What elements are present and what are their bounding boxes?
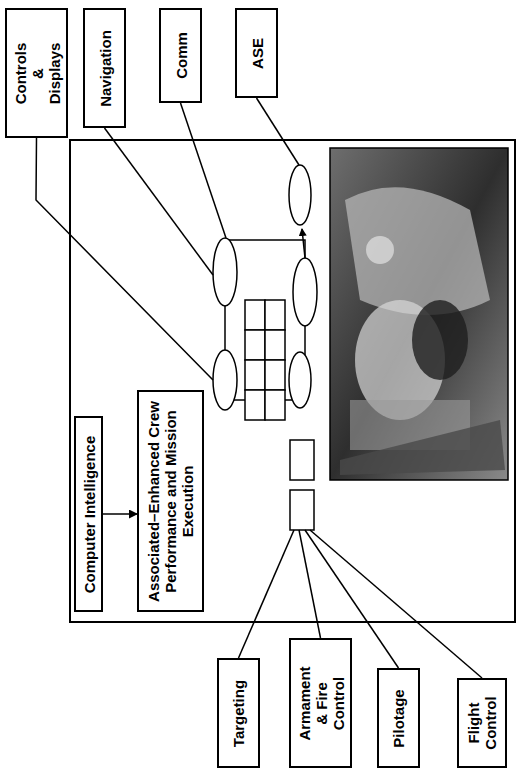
label-block: Targeting bbox=[230, 666, 247, 761]
processor-cluster bbox=[213, 165, 317, 530]
label-block: Comm bbox=[172, 16, 189, 96]
box-label: Comm bbox=[172, 16, 189, 96]
process-box: Pilotage bbox=[377, 668, 420, 768]
label-block: Associated–Enhanced Crew Performance and… bbox=[145, 399, 196, 604]
label-block: Controls & Displays bbox=[11, 38, 62, 108]
cockpit-photo bbox=[330, 148, 508, 480]
box-label: Associated–Enhanced Crew Performance and… bbox=[145, 399, 196, 604]
bus-line bbox=[181, 103, 227, 238]
process-box: Computer Intelligence bbox=[74, 416, 103, 612]
label-block: Flight Control bbox=[465, 692, 499, 754]
process-box: Targeting bbox=[217, 658, 260, 768]
process-box: Associated–Enhanced Crew Performance and… bbox=[137, 390, 204, 612]
bus-line bbox=[36, 138, 213, 380]
bus-line bbox=[299, 530, 321, 638]
flow-arrow bbox=[103, 513, 137, 515]
label-block: Pilotage bbox=[390, 676, 407, 761]
label-block: Armament & Fire Control bbox=[295, 665, 346, 741]
bus-line bbox=[257, 98, 300, 165]
process-box: ASE bbox=[235, 8, 278, 98]
label-block: ASE bbox=[248, 18, 265, 88]
box-label: ASE bbox=[248, 18, 265, 88]
box-label: Computer Intelligence bbox=[80, 424, 97, 604]
label-block: Computer Intelligence bbox=[80, 424, 97, 604]
box-label: Targeting bbox=[230, 666, 247, 761]
bus-line bbox=[239, 530, 295, 658]
box-label: Controls & Displays bbox=[11, 38, 62, 108]
process-box: Flight Control bbox=[457, 678, 507, 768]
process-box: Comm bbox=[159, 8, 202, 103]
process-box: Controls & Displays bbox=[5, 8, 68, 138]
box-label: Navigation bbox=[96, 18, 113, 118]
box-label: Armament & Fire Control bbox=[295, 665, 346, 741]
process-box: Armament & Fire Control bbox=[289, 638, 352, 768]
system-frame bbox=[70, 140, 515, 622]
process-box: Navigation bbox=[83, 8, 126, 128]
box-label: Flight Control bbox=[465, 692, 499, 754]
label-block: Navigation bbox=[96, 18, 113, 118]
box-label: Pilotage bbox=[390, 676, 407, 761]
